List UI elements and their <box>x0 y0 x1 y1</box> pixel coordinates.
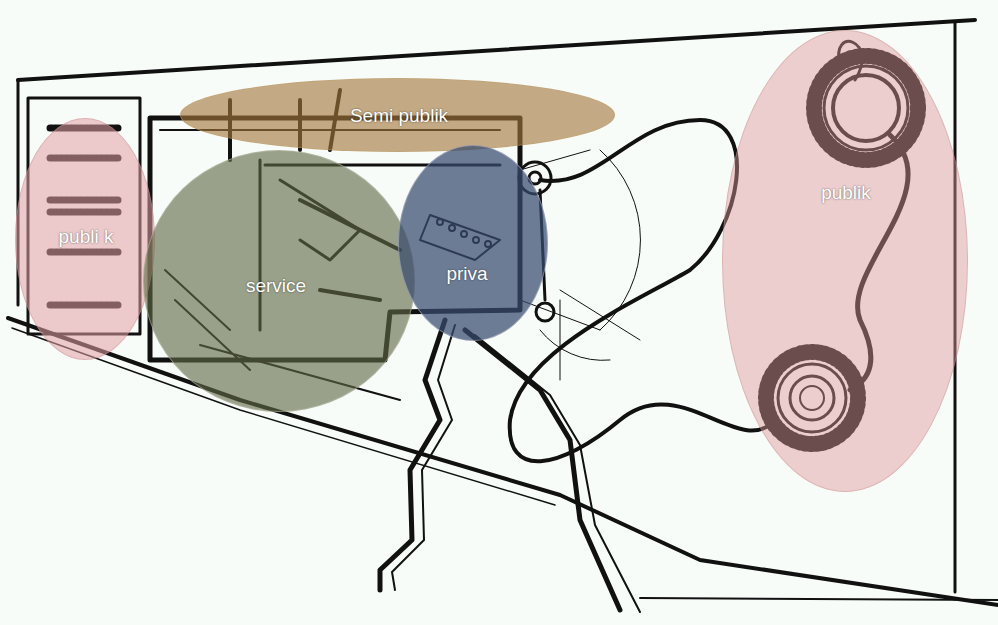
zone-bubble: service <box>143 150 415 412</box>
zone-label: Semi publik <box>350 107 448 125</box>
zone-bubble: priva <box>398 145 548 341</box>
zone-label: publik <box>821 184 871 202</box>
zone-label: publi k <box>55 228 117 246</box>
zone-bubble: publi k <box>15 118 155 360</box>
zone-bubble: publik <box>722 30 968 492</box>
zone-label: service <box>246 277 306 295</box>
zone-bubble: Semi publik <box>180 78 615 152</box>
zone-label: priva <box>446 265 487 283</box>
